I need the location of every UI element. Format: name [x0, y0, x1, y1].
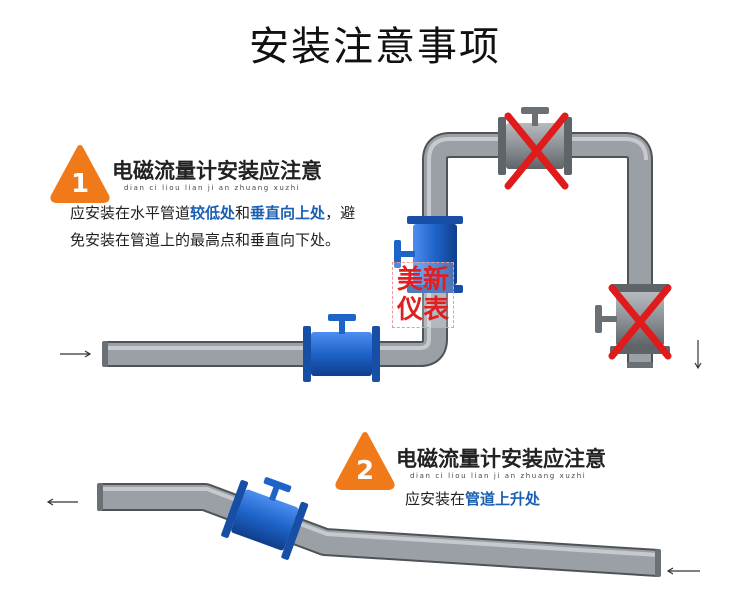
section2-description: 应安装在管道上升处	[405, 486, 540, 513]
section2-heading: 电磁流量计安装应注意	[396, 447, 606, 471]
desc-text: ，避免安装在管道上的最高点和垂直向下处。	[70, 204, 356, 249]
section1-pinyin: dian ci liou lian ji an zhuang xuzhi	[124, 184, 301, 192]
desc-highlight-lowest: 较低处	[190, 204, 236, 222]
desc-highlight-rising: 管道上升处	[465, 490, 541, 508]
watermark-line2: 仪表	[397, 295, 450, 325]
badge-number-2: 2	[356, 456, 374, 486]
section2-pinyin: dian ci liou lian ji an zhuang xuzhi	[410, 472, 587, 480]
desc-text: 应安装在水平管道	[70, 204, 191, 222]
flowmeter-vertical-up	[394, 216, 463, 293]
flow-arrow-in-top	[60, 350, 92, 358]
desc-highlight-vertical-up: 垂直向上处	[250, 204, 326, 222]
flowmeter-horizontal-low	[303, 314, 380, 382]
bottom-pipe	[97, 483, 661, 577]
page-title: 安装注意事项	[249, 24, 501, 70]
badge-triangle-2: 2	[335, 432, 395, 490]
top-pipe	[102, 132, 653, 368]
flow-arrow-in-bottom	[666, 567, 700, 575]
flow-arrow-out-top	[694, 340, 702, 370]
section1-description: 应安装在水平管道较低处和垂直向上处，避免安装在管道上的最高点和垂直向下处。	[70, 200, 370, 254]
desc-text: 应安装在	[405, 490, 466, 508]
cross-mark-highest-point	[504, 112, 569, 190]
section1-heading: 电磁流量计安装应注意	[112, 159, 322, 183]
watermark-line1: 美新	[397, 265, 450, 295]
flowmeter-rising-section	[221, 477, 309, 560]
desc-text: 和	[235, 204, 251, 222]
badge-triangle-1: 1	[50, 145, 110, 203]
cross-mark-vertical-down	[608, 284, 672, 360]
watermark-logo: 美新 仪表	[392, 262, 455, 328]
badge-number-1: 1	[71, 169, 89, 199]
flow-arrow-out-bottom	[46, 498, 78, 506]
